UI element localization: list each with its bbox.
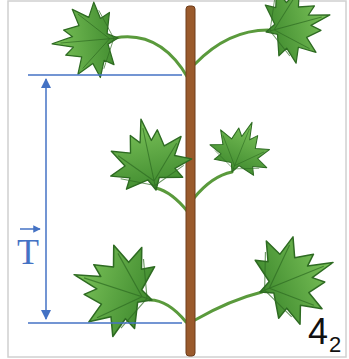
figure-number: 4 xyxy=(308,314,328,350)
period-marker xyxy=(20,75,182,323)
period-symbol: T xyxy=(17,234,39,270)
vector-arrow xyxy=(20,228,40,230)
figure-subscript: 2 xyxy=(329,334,341,356)
stem xyxy=(186,6,195,356)
leaves xyxy=(49,0,349,345)
